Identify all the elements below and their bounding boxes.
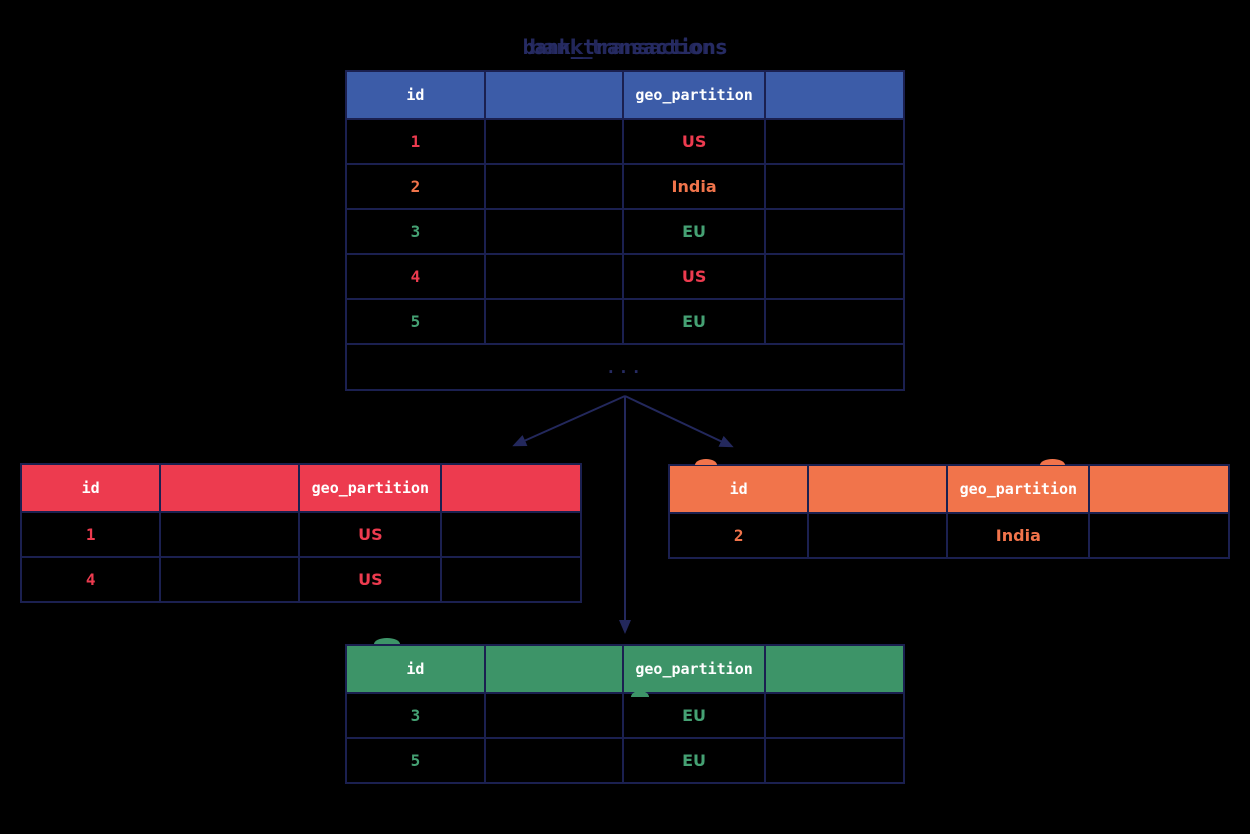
column-header-empty bbox=[807, 466, 946, 512]
cell-id: 5 bbox=[410, 312, 421, 331]
cell-geo-partition: EU bbox=[622, 300, 764, 343]
column-header-geo_partition: geo_partition bbox=[622, 72, 764, 118]
column-header-empty bbox=[763, 72, 903, 118]
table-header-row: id geo_partition bbox=[670, 466, 1228, 512]
column-header-id: id bbox=[406, 660, 425, 678]
table-header-row: id geo_partition bbox=[347, 72, 903, 118]
cell-empty bbox=[763, 255, 903, 298]
clipped-circle-artifact bbox=[695, 459, 717, 465]
clipped-circle-artifact bbox=[631, 691, 649, 697]
cell-empty bbox=[763, 210, 903, 253]
column-header-geo_partition: geo_partition bbox=[622, 646, 764, 692]
arrow-to-us-partition bbox=[512, 395, 626, 447]
cell-geo-partition: US bbox=[622, 255, 764, 298]
cell-empty bbox=[159, 558, 298, 601]
column-header-geo_partition: geo_partition bbox=[298, 465, 440, 511]
cell-empty bbox=[483, 255, 622, 298]
cell-id: 5 bbox=[410, 751, 421, 770]
column-header-empty bbox=[159, 465, 298, 511]
cell-empty bbox=[440, 513, 580, 556]
cell-empty bbox=[159, 513, 298, 556]
column-header-empty bbox=[1088, 466, 1228, 512]
table-row: 2 India bbox=[347, 163, 903, 208]
clipped-circle-artifact bbox=[1040, 459, 1065, 465]
column-header-empty bbox=[483, 72, 622, 118]
cell-geo-partition: US bbox=[622, 120, 764, 163]
cell-geo-partition: US bbox=[298, 513, 440, 556]
column-header-id: id bbox=[729, 480, 748, 498]
cell-geo-partition: India bbox=[622, 165, 764, 208]
cell-geo-partition: India bbox=[946, 514, 1088, 557]
cell-empty bbox=[483, 165, 622, 208]
cell-id: 1 bbox=[410, 132, 421, 151]
table-header-row: id geo_partition bbox=[22, 465, 580, 511]
ellipsis-text: ... bbox=[606, 357, 644, 377]
column-header-empty bbox=[483, 646, 622, 692]
cell-empty bbox=[763, 694, 903, 737]
column-header-id: id bbox=[81, 479, 100, 497]
clipped-circle-artifact bbox=[374, 638, 400, 644]
column-header-empty bbox=[763, 646, 903, 692]
cell-id: 4 bbox=[410, 267, 421, 286]
cell-geo-partition: US bbox=[298, 558, 440, 601]
india-partition-table: id geo_partition 2 India bbox=[668, 464, 1230, 559]
cell-empty bbox=[483, 694, 622, 737]
column-header-empty bbox=[440, 465, 580, 511]
cell-id: 2 bbox=[410, 177, 421, 196]
column-header-id: id bbox=[406, 86, 425, 104]
table-row: 1 US bbox=[22, 511, 580, 556]
cell-empty bbox=[440, 558, 580, 601]
cell-id: 1 bbox=[85, 525, 96, 544]
cell-empty bbox=[483, 210, 622, 253]
cell-empty bbox=[483, 120, 622, 163]
cell-id: 3 bbox=[410, 706, 421, 725]
table-row: 5 EU bbox=[347, 298, 903, 343]
table-row: 4 US bbox=[347, 253, 903, 298]
cell-empty bbox=[483, 300, 622, 343]
table-row: 4 US bbox=[22, 556, 580, 601]
cell-geo-partition: EU bbox=[622, 694, 764, 737]
cell-empty bbox=[763, 300, 903, 343]
cell-empty bbox=[483, 739, 622, 782]
cell-empty bbox=[763, 739, 903, 782]
table-row: 3 EU bbox=[347, 208, 903, 253]
cell-empty bbox=[807, 514, 946, 557]
cell-geo-partition: EU bbox=[622, 739, 764, 782]
cell-geo-partition: EU bbox=[622, 210, 764, 253]
cell-id: 2 bbox=[733, 526, 744, 545]
table-row: 3 EU bbox=[347, 692, 903, 737]
cell-id: 3 bbox=[410, 222, 421, 241]
table-row: 1 US bbox=[347, 118, 903, 163]
cell-empty bbox=[1088, 514, 1228, 557]
cell-id: 4 bbox=[85, 570, 96, 589]
arrow-to-india-partition bbox=[624, 395, 734, 448]
cell-empty bbox=[763, 165, 903, 208]
table-header-row: id geo_partition bbox=[347, 646, 903, 692]
cell-empty bbox=[763, 120, 903, 163]
table-row: 2 India bbox=[670, 512, 1228, 557]
ellipsis-row: ... bbox=[347, 343, 903, 389]
column-header-geo_partition: geo_partition bbox=[946, 466, 1088, 512]
table-row: 5 EU bbox=[347, 737, 903, 782]
